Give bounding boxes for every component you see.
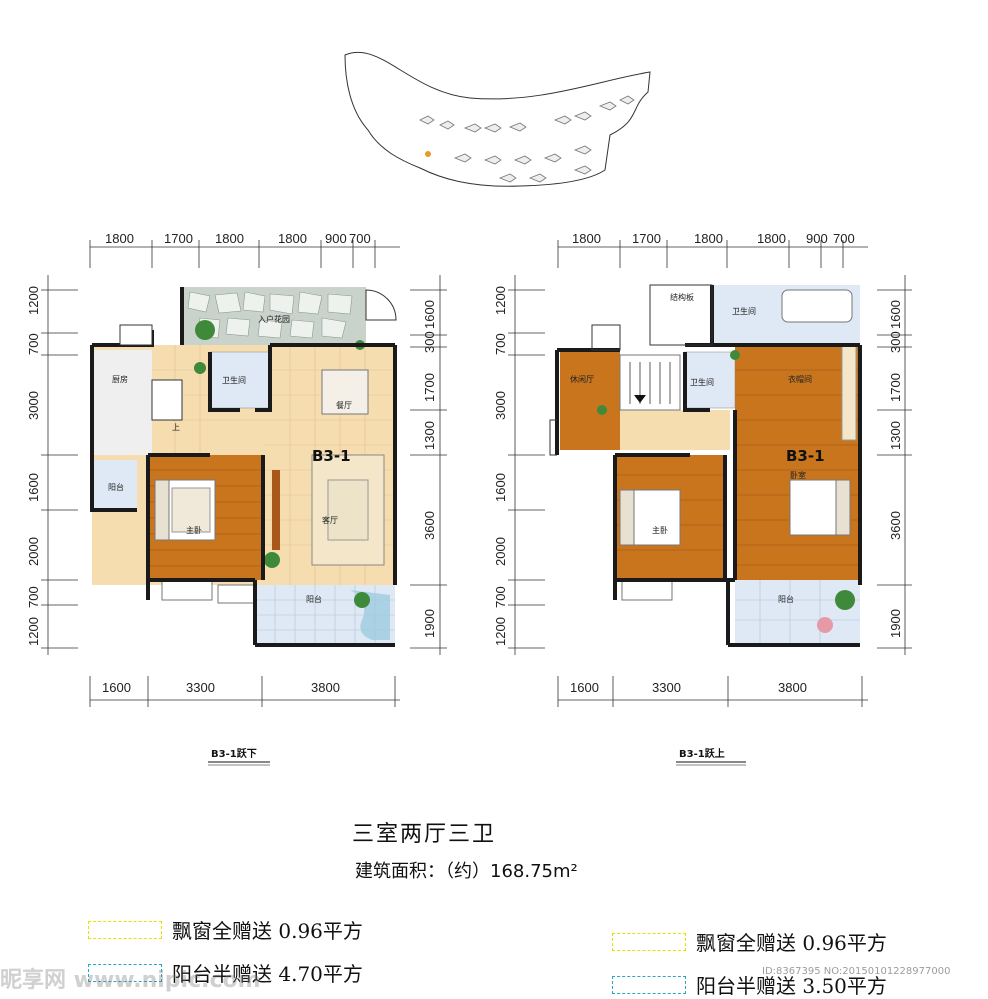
dim-label: 3300 <box>186 680 215 695</box>
upper-bath-top-label: 卫生间 <box>732 306 756 316</box>
dim-label: 1200 <box>493 286 508 315</box>
dim-label: 3600 <box>888 511 903 540</box>
lower-plan-caption: B3-1跃下 <box>211 747 257 760</box>
dim-label: 1300 <box>422 421 437 450</box>
plan-upper <box>508 240 912 707</box>
upper-study-label: 休闲厅 <box>570 374 594 384</box>
upper-struct-label: 结构板 <box>670 292 694 302</box>
dim-label: 300 <box>888 331 903 353</box>
lower-room-labels: 入户花园 厨房 卫生间 餐厅 客厅 主卧 阳台 阳台 上 B3-1 <box>108 314 352 604</box>
dim-label: 1800 <box>572 231 601 246</box>
dim-label: 1600 <box>422 300 437 329</box>
lower-garden-label: 入户花园 <box>258 314 290 324</box>
dim-label: 3800 <box>311 680 340 695</box>
dim-label: 1800 <box>105 231 134 246</box>
lower-unit-label: B3-1 <box>312 447 351 465</box>
blue-dashed-swatch <box>88 963 162 982</box>
dim-label: 1600 <box>570 680 599 695</box>
site-plan <box>344 51 651 187</box>
dim-label: 3000 <box>26 391 41 420</box>
upper-dimensions: 1800 1700 1800 1800 900 700 1600 3300 38… <box>493 231 903 695</box>
dim-label: 700 <box>349 231 371 246</box>
dim-label: 1200 <box>493 617 508 646</box>
lower-bath-label: 卫生间 <box>222 375 246 385</box>
lower-master-label: 主卧 <box>186 525 202 535</box>
upper-bedroom-label: 卧室 <box>790 470 806 480</box>
upper-unit-label: B3-1 <box>786 447 825 465</box>
dim-label: 1700 <box>164 231 193 246</box>
dim-label: 1800 <box>757 231 786 246</box>
blue-dashed-swatch <box>612 975 686 994</box>
dim-label: 1900 <box>422 609 437 638</box>
lower-balcony-small-label: 阳台 <box>108 482 124 492</box>
upper-closet-label: 衣帽间 <box>788 374 812 384</box>
legend-right-bay-window: 飘窗全赠送 0.96平方 <box>612 927 887 956</box>
dim-label: 1700 <box>632 231 661 246</box>
dim-label: 1700 <box>422 373 437 402</box>
dim-label: 1800 <box>215 231 244 246</box>
yellow-dashed-swatch <box>612 932 686 951</box>
dim-label: 700 <box>493 333 508 355</box>
lower-dimensions: 1800 1700 1800 1800 900 700 1600 3300 38… <box>26 231 437 695</box>
plan-lower <box>41 240 447 707</box>
dim-label: 900 <box>325 231 347 246</box>
dim-label: 1700 <box>888 373 903 402</box>
legend-text: 阳台半赠送 4.70平方 <box>172 962 363 986</box>
dim-label: 700 <box>833 231 855 246</box>
upper-balcony-label: 阳台 <box>778 594 794 604</box>
dim-label: 3300 <box>652 680 681 695</box>
watermark-right: ID:8367395 NO:20150101228977000 <box>762 966 951 977</box>
dim-label: 1800 <box>278 231 307 246</box>
lower-living-label: 客厅 <box>322 515 338 525</box>
dim-label: 1300 <box>888 421 903 450</box>
dim-label: 2000 <box>26 537 41 566</box>
dim-label: 700 <box>493 586 508 608</box>
dim-label: 1600 <box>102 680 131 695</box>
unit-type-title: 三室两厅三卫 <box>352 822 497 847</box>
dim-label: 3800 <box>778 680 807 695</box>
upper-bedroom-floor <box>735 345 860 580</box>
upper-plan-caption: B3-1跃上 <box>679 747 725 760</box>
dim-label: 3000 <box>493 391 508 420</box>
dim-label: 900 <box>806 231 828 246</box>
yellow-dashed-swatch <box>88 920 162 939</box>
lower-kitchen-label: 厨房 <box>112 374 128 384</box>
legend-left-bay-window: 飘窗全赠送 0.96平方 <box>88 915 363 944</box>
dim-label: 1200 <box>26 286 41 315</box>
dim-label: 1600 <box>888 300 903 329</box>
dim-label: 3600 <box>422 511 437 540</box>
lower-dining-label: 餐厅 <box>336 401 352 410</box>
dim-label: 1800 <box>694 231 723 246</box>
dim-label: 700 <box>26 333 41 355</box>
dim-label: 700 <box>26 586 41 608</box>
dim-label: 1600 <box>493 473 508 502</box>
lower-stairs-label: 上 <box>172 423 180 432</box>
dim-label: 300 <box>422 331 437 353</box>
legend-left-balcony: 阳台半赠送 4.70平方 <box>88 958 363 987</box>
dim-label: 2000 <box>493 537 508 566</box>
dim-label: 1600 <box>26 473 41 502</box>
dim-label: 1200 <box>26 617 41 646</box>
legend-text: 飘窗全赠送 0.96平方 <box>172 919 363 943</box>
lower-balcony-label: 阳台 <box>306 594 322 604</box>
upper-bath-label: 卫生间 <box>690 377 714 387</box>
upper-room-labels: 结构板 卫生间 卫生间 休闲厅 衣帽间 卧室 主卧 阳台 B3-1 <box>570 292 825 604</box>
upper-master-label: 主卧 <box>652 525 668 535</box>
dim-label: 1900 <box>888 609 903 638</box>
watermark-left: 昵享网 www.nipic.com <box>0 968 261 993</box>
building-area: 建筑面积：（约）168.75m² <box>355 861 578 882</box>
legend-text: 飘窗全赠送 0.96平方 <box>696 931 887 955</box>
